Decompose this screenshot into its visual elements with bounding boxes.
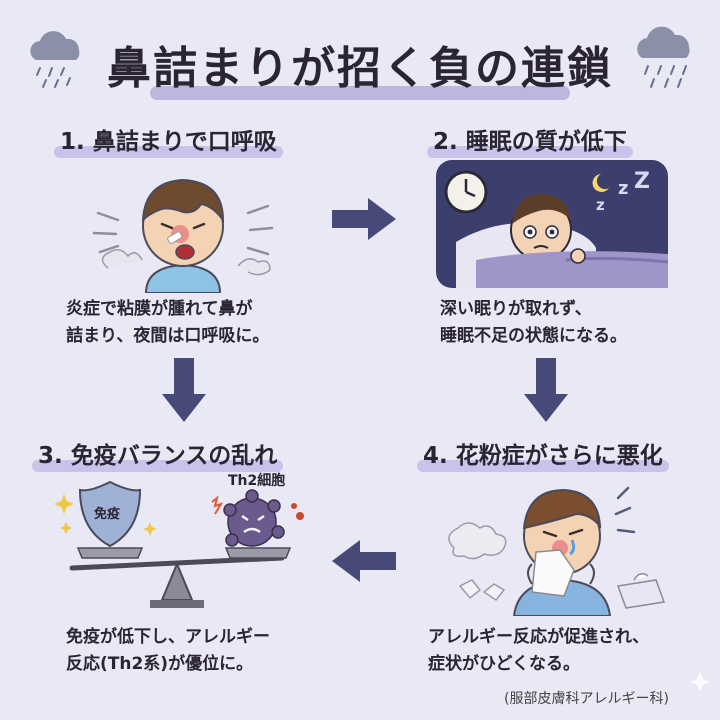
step-3-desc-line-2: 反応(Th2系)が優位に。	[66, 654, 254, 674]
arrow-right-icon	[330, 196, 398, 242]
step-2-desc-line-2: 睡眠不足の状態になる。	[440, 326, 627, 346]
source-credit: (服部皮膚科アレルギー科)	[504, 691, 669, 707]
step-1-description: 炎症で粘膜が腫れて鼻が 詰まり、夜間は口呼吸に。	[66, 296, 269, 350]
step-3-heading-text: 3. 免疫バランスの乱れ	[38, 443, 278, 469]
svg-text:z: z	[596, 196, 605, 214]
step-4-heading-text: 4. 花粉症がさらに悪化	[423, 443, 663, 469]
step-2-desc-line-1: 深い眠りが取れず、	[440, 299, 592, 319]
step-3-heading: 3. 免疫バランスの乱れ	[32, 436, 284, 472]
step-1-heading-text: 1. 鼻詰まりで口呼吸	[60, 129, 277, 155]
shield-label: 免疫	[94, 507, 121, 522]
step-1-desc-line-1: 炎症で粘膜が腫れて鼻が	[66, 299, 253, 319]
svg-text:Z: Z	[634, 169, 650, 194]
step-2-description: 深い眠りが取れず、 睡眠不足の状態になる。	[440, 296, 627, 350]
step-3-description: 免疫が低下し、アレルギー 反応(Th2系)が優位に。	[66, 624, 270, 678]
step-4-description: アレルギー反応が促進され、 症状がひどくなる。	[428, 624, 649, 678]
rain-cloud-icon-right	[628, 22, 708, 97]
sparkle-icon	[690, 672, 710, 692]
step-4-desc-line-1: アレルギー反応が促進され、	[428, 627, 650, 647]
step-2-heading: 2. 睡眠の質が低下	[427, 122, 633, 158]
svg-text:z: z	[618, 178, 628, 199]
page-title: 鼻詰まりが招く負の連鎖	[107, 43, 613, 94]
rain-cloud-icon-left	[22, 26, 92, 96]
immune-balance-illustration	[52, 476, 322, 616]
arrow-down-icon-right	[522, 358, 570, 424]
step-2-heading-text: 2. 睡眠の質が低下	[433, 129, 627, 155]
sleepless-boy-illustration: z Z z	[436, 160, 668, 288]
title-block: 鼻詰まりが招く負の連鎖	[0, 22, 720, 102]
step-3-desc-line-1: 免疫が低下し、アレルギー	[66, 627, 270, 647]
title-underline	[150, 86, 570, 100]
step-4-desc-line-2: 症状がひどくなる。	[428, 654, 580, 674]
step-1-heading: 1. 鼻詰まりで口呼吸	[54, 122, 283, 158]
sneezing-man-illustration	[440, 478, 670, 616]
mouth-breathing-boy-illustration	[88, 168, 278, 293]
th2-cell-label: Th2細胞	[228, 473, 286, 489]
step-1-desc-line-2: 詰まり、夜間は口呼吸に。	[66, 326, 270, 346]
arrow-left-icon	[330, 538, 398, 584]
arrow-down-icon-left	[160, 358, 208, 424]
step-4-heading: 4. 花粉症がさらに悪化	[417, 436, 669, 472]
